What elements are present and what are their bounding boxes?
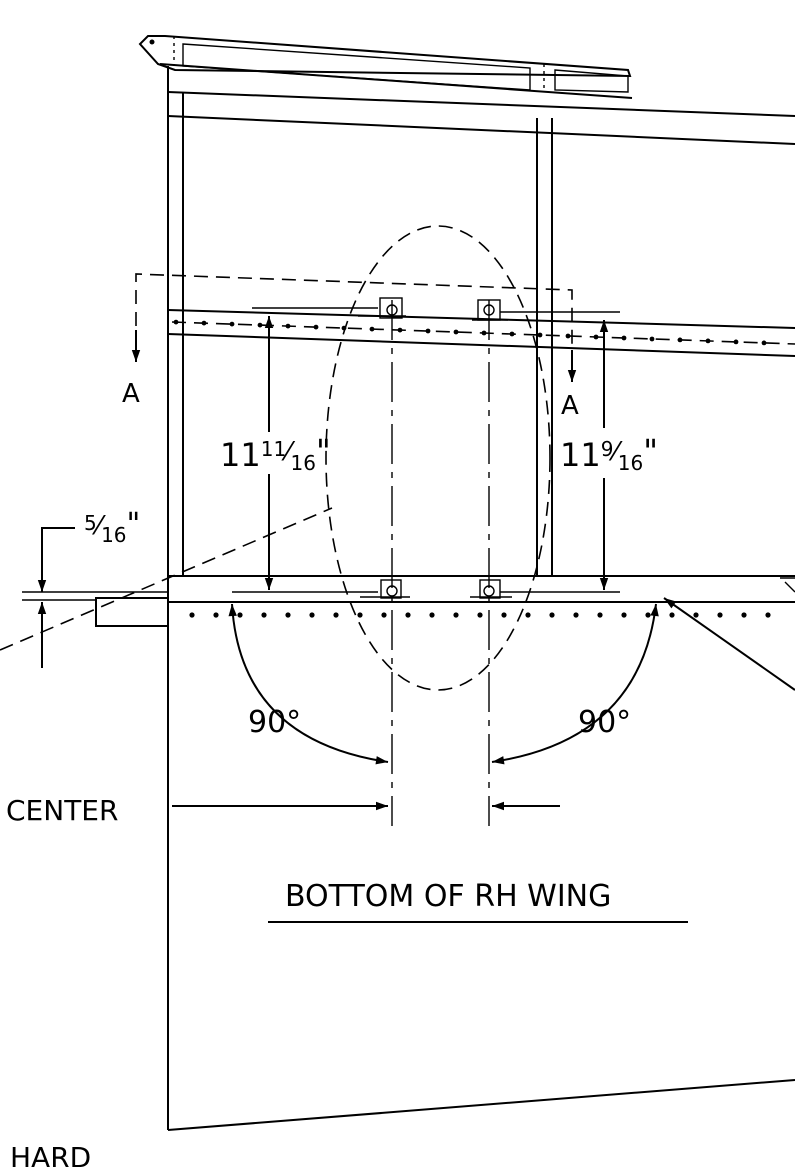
spar-rivet — [397, 327, 403, 333]
dim-left-inch: " — [316, 432, 331, 470]
skin-rivet — [525, 612, 531, 618]
spar-rivet — [621, 335, 627, 341]
skin-rivet — [741, 612, 747, 618]
dim-offset-num: 5 — [84, 511, 97, 535]
dim-right-whole: 11 — [560, 436, 601, 474]
skin-rivet — [549, 612, 555, 618]
svg-text:119⁄16": 119⁄16" — [560, 432, 658, 475]
skin-rivet — [429, 612, 435, 618]
spar-rivet — [649, 336, 655, 342]
spar-rivet — [537, 332, 543, 338]
dimension-right: 119⁄16" — [500, 311, 658, 593]
skin-rivet — [309, 612, 315, 618]
angle-right: 90° — [491, 603, 659, 765]
spar-rivet — [565, 333, 571, 339]
leading-edge — [138, 35, 633, 99]
dim-offset-den: 16 — [101, 523, 126, 547]
spar-rivet — [733, 339, 739, 345]
spar-rivet — [593, 334, 599, 340]
spar-rivet — [453, 329, 459, 335]
dim-left-whole: 11 — [220, 436, 261, 474]
skin-rivet — [765, 612, 771, 618]
spar-rivet — [313, 324, 319, 330]
spar-rivet — [173, 319, 179, 325]
skin-rivet — [381, 612, 387, 618]
angle-right-label: 90° — [578, 705, 631, 740]
angle-left: 90° — [228, 603, 389, 765]
skin-rivet — [669, 612, 675, 618]
center-lines — [391, 300, 490, 826]
spar-rivet — [425, 328, 431, 334]
svg-text:1111⁄16": 1111⁄16" — [220, 432, 331, 475]
center-dimension: CENTER — [6, 794, 560, 827]
dim-right-inch: " — [643, 432, 658, 470]
skin-rivet — [285, 612, 291, 618]
dim-right-num: 9 — [601, 437, 614, 461]
hard-label: HARD — [10, 1141, 91, 1167]
section-label-right: A — [561, 391, 579, 421]
spar-rivet — [481, 330, 487, 336]
dim-offset-inch: " — [127, 507, 141, 542]
bracket-lower-left — [360, 579, 410, 599]
skin-rivet — [573, 612, 579, 618]
wing-frame — [95, 66, 795, 1131]
skin-rivet — [597, 612, 603, 618]
spar — [167, 309, 795, 357]
skin-rivet — [333, 612, 339, 618]
spar-rivet — [285, 323, 291, 329]
view-title: BOTTOM OF RH WING — [268, 879, 688, 923]
leader-arrow — [663, 597, 795, 691]
detail-circle — [325, 225, 551, 691]
skin-rivet — [213, 612, 219, 618]
skin-rivet — [237, 612, 243, 618]
skin-rivet — [405, 612, 411, 618]
section-line: A A — [122, 273, 579, 421]
svg-text:5⁄16": 5⁄16" — [84, 507, 140, 547]
spar-rivet — [677, 337, 683, 343]
spar-rivet — [705, 338, 711, 344]
skin-rivet — [357, 612, 363, 618]
skin-rivet — [477, 612, 483, 618]
angle-left-label: 90° — [248, 705, 301, 740]
dimension-left: 1111⁄16" — [220, 307, 378, 593]
skin-rivet — [501, 612, 507, 618]
spar-rivet — [201, 320, 207, 326]
spar-rivets — [173, 319, 767, 346]
skin-rivets — [189, 612, 771, 618]
view-title-text: BOTTOM OF RH WING — [285, 879, 611, 914]
dimension-offset: 5⁄16" — [0, 507, 333, 668]
dim-left-den: 16 — [291, 451, 316, 475]
section-label-left: A — [122, 379, 140, 409]
skin-rivet — [693, 612, 699, 618]
spar-rivet — [229, 321, 235, 327]
skin-rivet — [717, 612, 723, 618]
center-label: CENTER — [6, 794, 118, 827]
skin-rivet — [261, 612, 267, 618]
skin-rivet — [453, 612, 459, 618]
skin-rivet — [189, 612, 195, 618]
bracket-lower-right — [470, 579, 512, 599]
skin-rivet — [645, 612, 651, 618]
skin-rivet — [621, 612, 627, 618]
bracket-upper-right — [472, 299, 508, 321]
dim-left-num: 11 — [261, 437, 286, 461]
spar-rivet — [257, 322, 263, 328]
spar-rivet — [369, 326, 375, 332]
spar-rivet — [509, 331, 515, 337]
spar-rivet — [761, 340, 767, 346]
dim-right-den: 16 — [618, 451, 643, 475]
